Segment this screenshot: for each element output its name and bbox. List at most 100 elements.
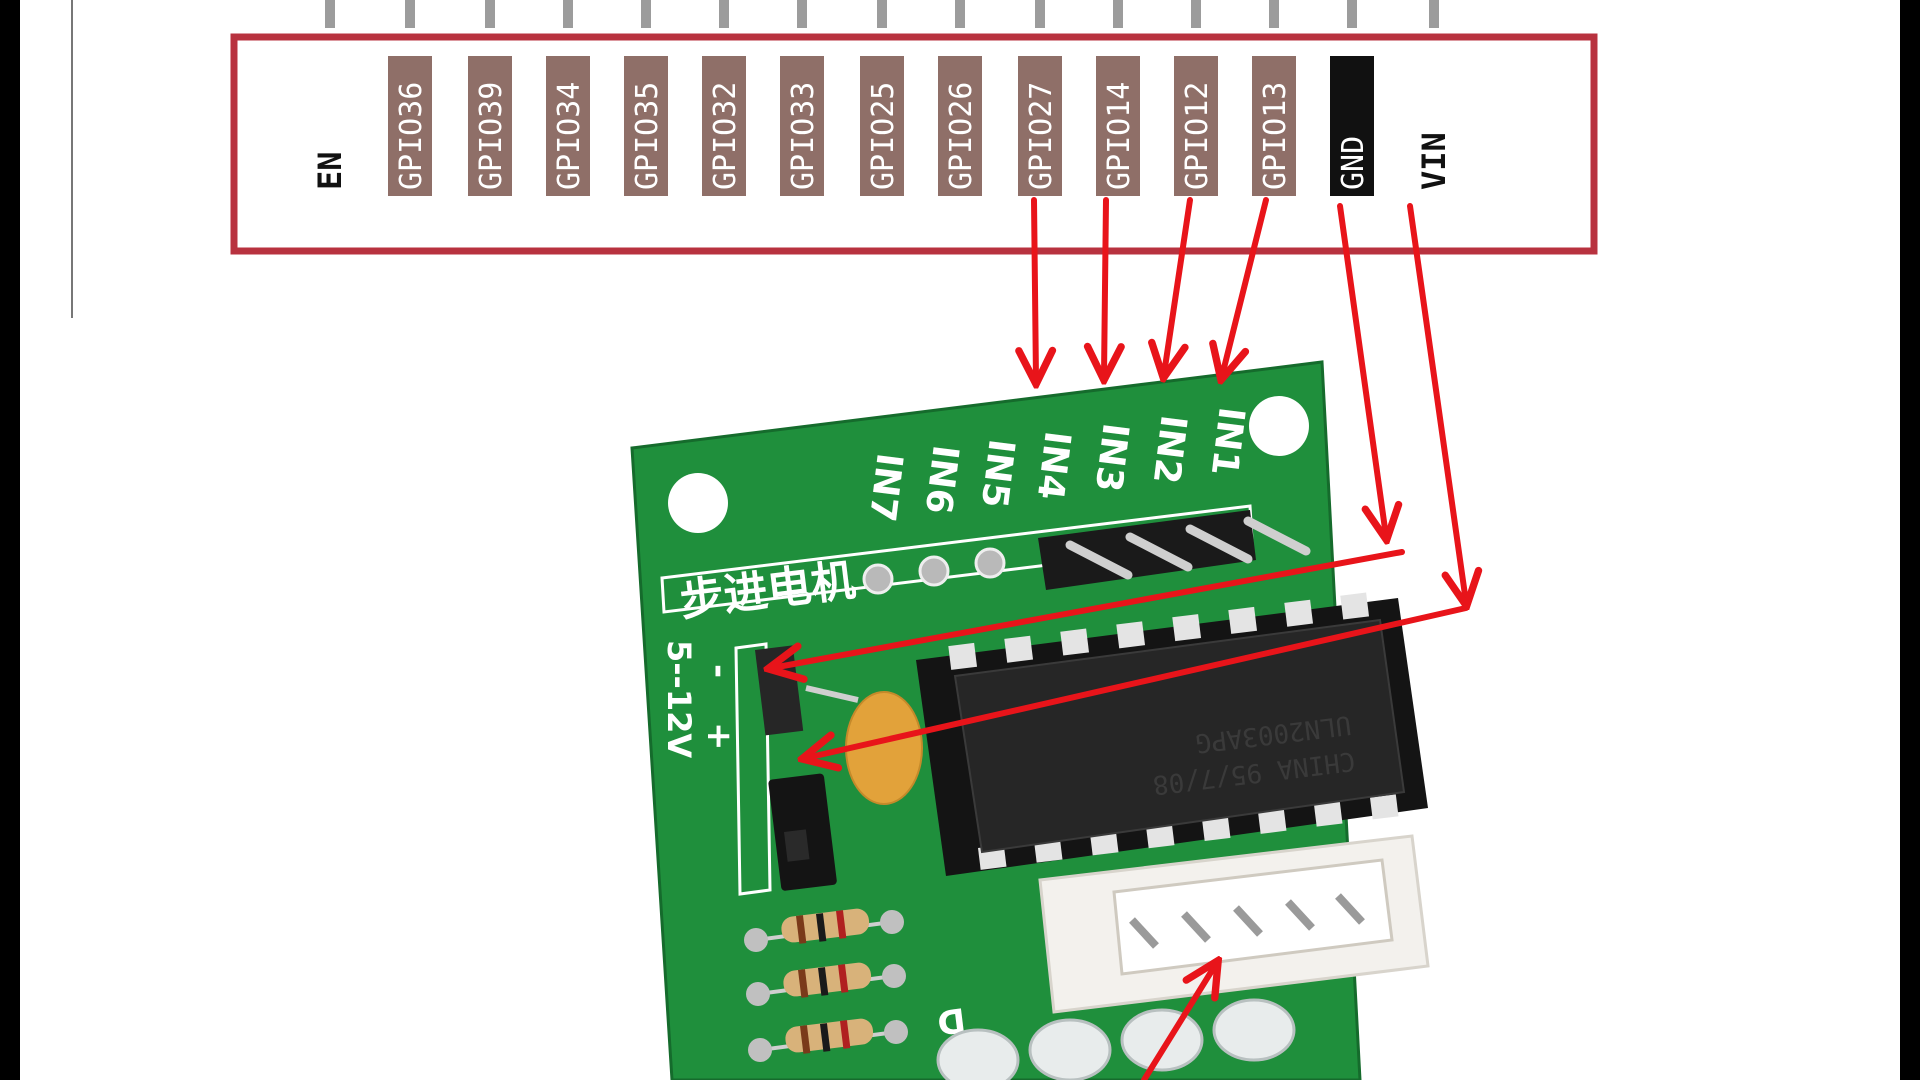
- mounting-hole-right: [1249, 396, 1309, 456]
- pin-mark-gpio13: [1269, 0, 1279, 28]
- pin-label-gpio25: GPIO25: [866, 82, 901, 190]
- pin-mark-en: [325, 0, 335, 28]
- socket-pin-bottom-4: [1146, 823, 1175, 849]
- pin-tag-gpio14: [1096, 56, 1140, 196]
- wire-motor-connector: [1141, 964, 1216, 1080]
- jumper-slot: [784, 829, 810, 862]
- esp32-header-box: [230, 33, 1598, 255]
- header-pin-labels: EN GPIO36 GPIO39 GPIO34 GPIO35 GPIO32 GPIO33 GP…: [311, 56, 1453, 196]
- pin-mark-gpio12: [1191, 0, 1201, 28]
- pad-in5: [974, 547, 1006, 579]
- pin-mark-gpio25: [877, 0, 887, 28]
- pin-tag-gpio32: [702, 56, 746, 196]
- pin-mark-vin: [1429, 0, 1439, 28]
- wire-vin-down: [1407, 203, 1466, 602]
- power-silk-outline: [734, 642, 772, 896]
- pin-label-en: EN: [311, 151, 349, 190]
- led-c: [1120, 1008, 1204, 1072]
- socket-pin-bottom-5: [1201, 816, 1231, 842]
- pin-tag-gpio35: [624, 56, 668, 196]
- pin-tag-gpio26: [938, 56, 982, 196]
- pin-label-gpio34: GPIO34: [552, 82, 587, 190]
- pin-label-gpio32: GPIO32: [708, 82, 743, 190]
- wire-gnd-down: [1337, 203, 1386, 536]
- wire-gpio27-in4: [1034, 197, 1036, 380]
- wire-gpio12-in2: [1164, 197, 1193, 374]
- socket-pin-bottom-6: [1257, 808, 1287, 834]
- pin-label-gnd: GND: [1336, 136, 1371, 190]
- pin-label-gpio12: GPIO12: [1180, 82, 1215, 190]
- pin-label-gpio26: GPIO26: [944, 82, 979, 190]
- pin-mark-gpio39: [485, 0, 495, 28]
- pin-tag-gpio27: [1018, 56, 1062, 196]
- pin-label-gpio33: GPIO33: [786, 82, 821, 190]
- socket-pin-bottom-8: [1370, 794, 1399, 820]
- pin-mark-gnd: [1347, 0, 1357, 28]
- input-label-in3: IN3: [1087, 421, 1136, 494]
- leds: [936, 998, 1296, 1080]
- input-header-pins: [1065, 516, 1311, 580]
- resistor-2: [746, 962, 906, 1006]
- socket-pin-bottom-3: [1090, 830, 1119, 856]
- input-label-in4: IN4: [1029, 429, 1078, 502]
- capacitor-lead: [805, 685, 859, 703]
- pin-tag-gpio34: [546, 56, 590, 196]
- pin-label-gpio14: GPIO14: [1102, 82, 1137, 190]
- input-label-in2: IN2: [1145, 413, 1194, 486]
- voltage-label: 5--12V: [660, 640, 698, 758]
- led-a: [936, 1028, 1020, 1080]
- pin-mark-gpio34: [563, 0, 573, 28]
- pin-mark-gpio36: [405, 0, 415, 28]
- wiring-diagram: EN GPIO36 GPIO39 GPIO34 GPIO35 GPIO32 GPIO33 GP…: [71, 0, 1598, 1080]
- motor-connector-slot: [1112, 858, 1394, 976]
- input-label-in7: IN7: [861, 451, 910, 524]
- input-label-in6: IN6: [917, 443, 966, 516]
- socket-pin-bottom-7: [1314, 801, 1343, 827]
- pin-mark-gpio27: [1035, 0, 1045, 28]
- pin-tag-gnd: [1330, 56, 1374, 196]
- pin-label-gpio39: GPIO39: [474, 82, 509, 190]
- led-d: [1212, 998, 1296, 1062]
- pin-label-gpio13: GPIO13: [1258, 82, 1293, 190]
- pad-in7: [862, 563, 894, 595]
- pin-label-gpio27: GPIO27: [1024, 82, 1059, 190]
- wire-vin-to-plus: [806, 605, 1469, 758]
- pin-mark-gpio14: [1113, 0, 1123, 28]
- power-minus-label: -: [699, 664, 739, 678]
- socket-pin-top-6: [1228, 606, 1258, 634]
- resistor-1: [744, 908, 904, 952]
- input-label-in5: IN5: [973, 437, 1022, 510]
- uln2003-chip: [953, 618, 1406, 854]
- pin-mark-gpio26: [955, 0, 965, 28]
- wire-gpio13-in1: [1222, 197, 1269, 376]
- socket-pin-top-3: [1060, 628, 1090, 656]
- pin-label-gpio35: GPIO35: [630, 82, 665, 190]
- wire-gnd-to-minus: [772, 549, 1405, 668]
- socket-pin-top-7: [1284, 599, 1314, 627]
- resistors: [744, 908, 908, 1062]
- power-plus-label: +: [699, 722, 739, 751]
- socket-pin-top-1: [948, 642, 978, 670]
- pin-label-gpio36: GPIO36: [394, 82, 429, 190]
- mounting-hole-left: [668, 473, 728, 533]
- socket-pin-top-8: [1340, 592, 1370, 620]
- pin-tag-gpio36: [388, 56, 432, 196]
- input-label-in1: IN1: [1203, 405, 1252, 478]
- pin-tag-gpio12: [1174, 56, 1218, 196]
- pin-mark-gpio32: [719, 0, 729, 28]
- motor-connector-pins: [1129, 893, 1365, 949]
- diagram-canvas: EN GPIO36 GPIO39 GPIO34 GPIO35 GPIO32 GPIO33 GP…: [20, 0, 1900, 1080]
- socket-pin-top-2: [1004, 635, 1034, 663]
- socket-pin-top-5: [1172, 614, 1202, 642]
- pin-tag-gpio33: [780, 56, 824, 196]
- pin-tag-gpio13: [1252, 56, 1296, 196]
- ic-socket-pins: [948, 592, 1399, 870]
- wire-gpio14-in3: [1104, 197, 1106, 376]
- pin-tag-gpio39: [468, 56, 512, 196]
- pin-mark-gpio33: [797, 0, 807, 28]
- socket-pin-top-4: [1116, 621, 1146, 649]
- led-b: [1028, 1018, 1112, 1080]
- resistor-3: [748, 1018, 908, 1062]
